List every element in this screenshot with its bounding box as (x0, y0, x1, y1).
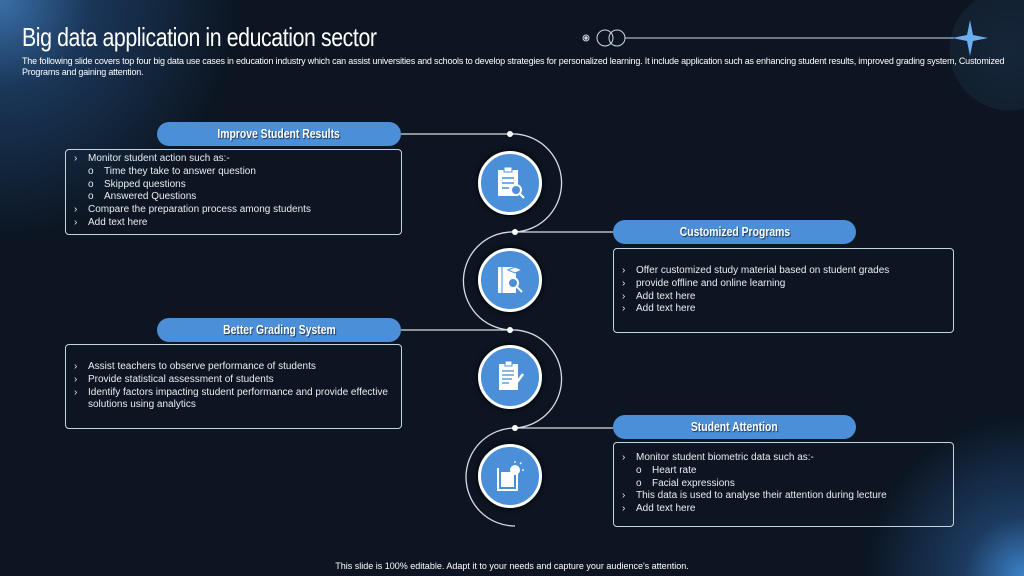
student-attention-heading: Student Attention (613, 415, 856, 439)
student-attention-box: Monitor student biometric data such as:-… (613, 442, 954, 527)
sub-bullet-item: Facial expressions (622, 478, 945, 491)
path-dots (507, 131, 518, 431)
clipboard-pen-icon (478, 345, 542, 409)
customized-programs-box: Offer customized study material based on… (613, 248, 954, 333)
bullet-item: Add text here (622, 303, 945, 316)
sub-bullet-item: Skipped questions (74, 179, 393, 192)
bullet-item: Monitor student action such as:- (74, 153, 393, 166)
subtitle: The following slide covers top four big … (22, 56, 1005, 77)
decor-line (582, 29, 957, 47)
sub-bullet-item: Answered Questions (74, 191, 393, 204)
snake-path (401, 133, 613, 527)
bullet-list: Assist teachers to observe performance o… (74, 361, 393, 412)
bullet-item: Add text here (622, 503, 945, 516)
bullet-item: Monitor student biometric data such as:- (622, 452, 945, 465)
improve-student-results-box: Monitor student action such as:-Time the… (65, 149, 402, 235)
bullet-list: Monitor student action such as:-Time the… (74, 153, 393, 230)
bullet-item: Compare the preparation process among st… (74, 204, 393, 217)
sub-bullet-item: Heart rate (622, 465, 945, 478)
bullet-item: Add text here (622, 291, 945, 304)
book-idea-icon (478, 444, 542, 508)
bullet-item: provide offline and online learning (622, 278, 945, 291)
bullet-list: Offer customized study material based on… (622, 265, 945, 316)
better-grading-system-heading: Better Grading System (157, 318, 401, 342)
bullet-item: Add text here (74, 217, 393, 230)
book-search-icon (478, 248, 542, 312)
bullet-item: Offer customized study material based on… (622, 265, 945, 278)
bullet-item: This data is used to analyse their atten… (622, 490, 945, 503)
improve-student-results-heading: Improve Student Results (157, 122, 401, 146)
bullet-list: Monitor student biometric data such as:-… (622, 452, 945, 516)
bullet-item: Assist teachers to observe performance o… (74, 361, 393, 374)
footer-note: This slide is 100% editable. Adapt it to… (335, 561, 689, 571)
page-title: Big data application in education sector (22, 22, 377, 52)
better-grading-system-box: Assist teachers to observe performance o… (65, 344, 402, 429)
star-icon (952, 20, 988, 56)
clipboard-check-icon (478, 151, 542, 215)
sub-bullet-item: Time they take to answer question (74, 166, 393, 179)
bullet-item: Identify factors impacting student perfo… (74, 387, 393, 413)
customized-programs-heading: Customized Programs (613, 220, 856, 244)
bullet-item: Provide statistical assessment of studen… (74, 374, 393, 387)
